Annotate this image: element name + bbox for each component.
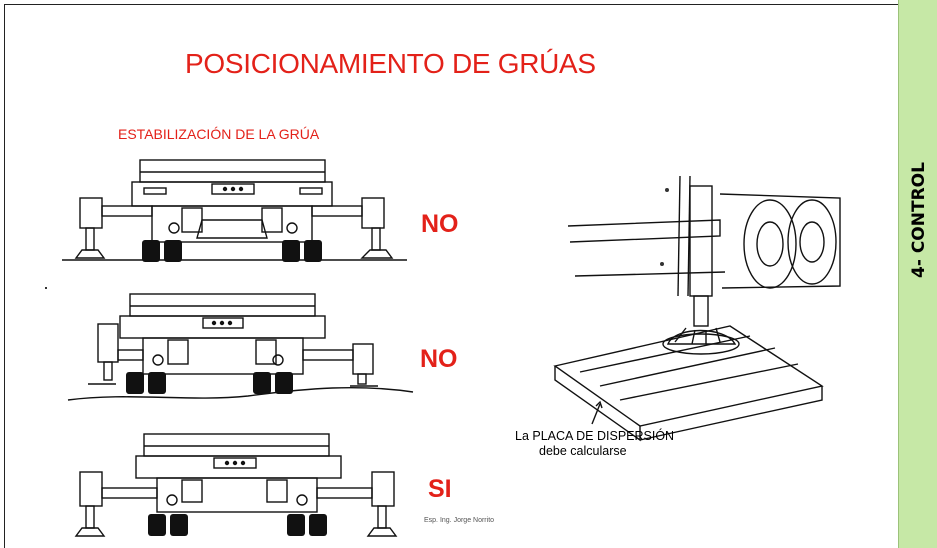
verdict-label-1: NO bbox=[421, 210, 459, 238]
section-label: 4- CONTROL bbox=[909, 162, 929, 278]
pad-caption: La PLACA DE DISPERSIÓN debe calcularse bbox=[515, 429, 674, 459]
stray-dot bbox=[45, 287, 47, 289]
crane-illustration-1 bbox=[62, 159, 407, 262]
verdict-label-2: NO bbox=[420, 345, 458, 373]
slide-subtitle: ESTABILIZACIÓN DE LA GRÚA bbox=[118, 126, 320, 142]
crane-illustration-3 bbox=[74, 433, 398, 537]
pad-caption-line-2: debe calcularse bbox=[539, 444, 627, 458]
verdict-label-3: SI bbox=[428, 475, 452, 503]
section-label-wrap: 4- CONTROL bbox=[904, 90, 934, 350]
author-credit: Esp. Ing. Jorge Norrito bbox=[424, 517, 495, 524]
section-sidebar: 4- CONTROL bbox=[898, 0, 937, 548]
pad-caption-line-1: La PLACA DE DISPERSIÓN bbox=[515, 429, 675, 443]
slide bbox=[4, 4, 899, 548]
outrigger-pad-illustration bbox=[553, 175, 841, 442]
slide-title: POSICIONAMIENTO DE GRÚAS bbox=[185, 48, 596, 79]
crane-illustration-2 bbox=[67, 293, 414, 401]
